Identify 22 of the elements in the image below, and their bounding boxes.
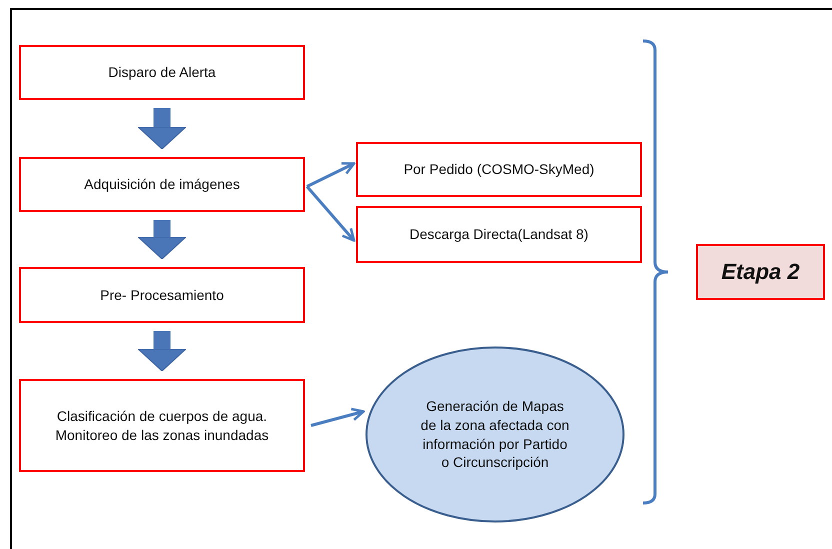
- stage-label-box: [696, 244, 825, 300]
- process-box: [19, 379, 305, 472]
- process-box: [19, 267, 305, 323]
- arrow: [306, 162, 356, 188]
- stage-label: Etapa 2: [721, 258, 800, 286]
- output-ellipse: [365, 346, 625, 523]
- step-text: Descarga Directa(Landsat 8): [410, 225, 588, 244]
- step-text: Clasificación de cuerpos de agua. Monitoreo de las zonas inundadas: [54, 406, 270, 444]
- block-arrow: [138, 331, 186, 372]
- step-text: Disparo de Alerta: [108, 63, 216, 82]
- arrow: [306, 186, 356, 242]
- arrow: [310, 408, 365, 427]
- process-box: [19, 157, 305, 212]
- block-arrow: [138, 220, 186, 260]
- process-box: [356, 206, 642, 263]
- process-box: [356, 142, 642, 197]
- step-text: Generación de Mapas de la zona afectada con información por Partido o Circunscripción: [420, 396, 570, 472]
- block-arrow: [138, 108, 186, 150]
- step-text: Pre- Procesamiento: [100, 286, 224, 304]
- process-box: [19, 45, 305, 100]
- step-text: Por Pedido (COSMO-SkyMed): [404, 160, 594, 179]
- step-text: Adquisición de imágenes: [84, 175, 240, 194]
